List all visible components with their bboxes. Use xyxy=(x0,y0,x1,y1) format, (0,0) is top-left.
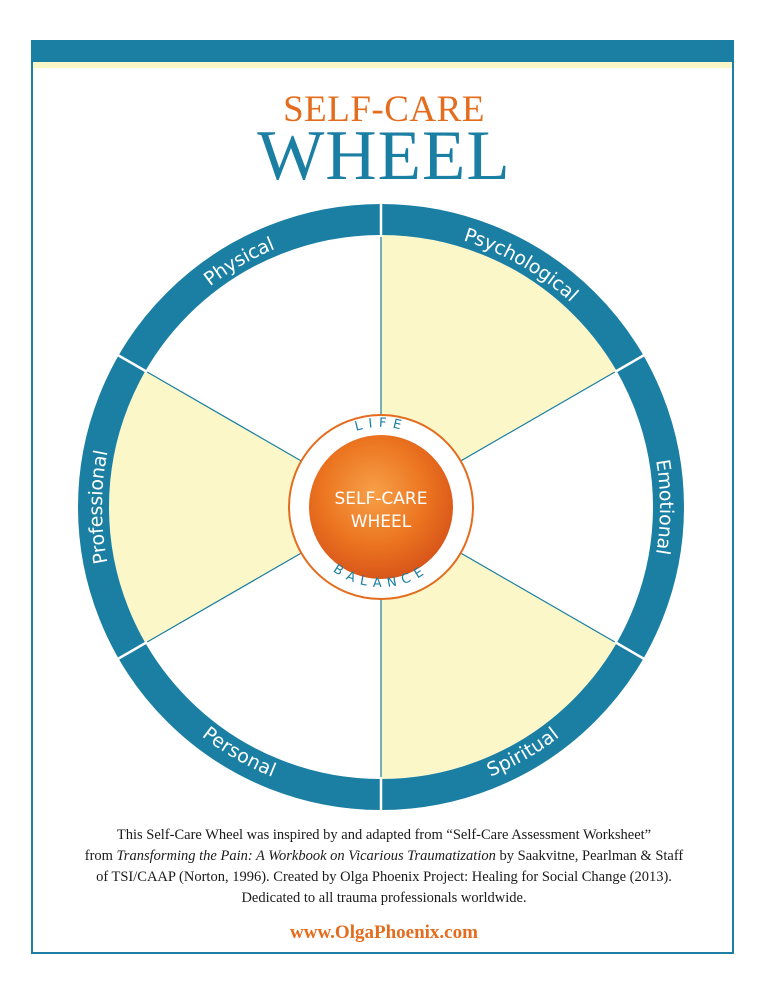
label-emotional-path: Emotional xyxy=(652,458,678,557)
ring-divider xyxy=(116,640,148,661)
footer-line-1: This Self-Care Wheel was inspired by and… xyxy=(116,827,652,843)
segment-professional xyxy=(109,371,381,643)
label-emotional: Emotional xyxy=(652,458,678,557)
website-link[interactable]: www.OlgaPhoenix.com xyxy=(290,922,478,943)
hub-life-textpath: LIFE xyxy=(353,416,402,435)
footer-line-2-prefix: from xyxy=(84,848,117,864)
wheel-hub: SELF-CARE WHEEL LIFE BALANCE xyxy=(288,414,474,600)
title-self-care: SELF-CARE xyxy=(283,89,485,130)
ring-divider xyxy=(116,353,148,374)
footer-line-4: Dedicated to all trauma professionals wo… xyxy=(241,890,527,906)
title-wheel: WHEEL xyxy=(257,117,511,195)
hub-center-circle xyxy=(309,435,453,579)
footer-book-title: Transforming the Pain: A Workbook on Vic… xyxy=(116,848,496,864)
hub-title-line1: SELF-CARE xyxy=(335,489,428,509)
hub-title-line2: WHEEL xyxy=(351,512,412,532)
hub-life-text: LIFE xyxy=(353,416,408,435)
footer-line-3: of TSI/CAAP (Norton, 1996). Created by O… xyxy=(96,869,672,885)
ring-divider xyxy=(614,353,646,374)
footer-line-2: from Transforming the Pain: A Workbook o… xyxy=(40,846,728,867)
header-bar xyxy=(31,40,734,62)
footer-credits: This Self-Care Wheel was inspired by and… xyxy=(40,825,728,909)
ring-divider xyxy=(614,640,646,661)
segment-emotional xyxy=(381,371,653,643)
footer-line-2-suffix: by Saakvitne, Pearlman & Staff xyxy=(495,848,684,864)
header-stripe xyxy=(33,62,732,68)
